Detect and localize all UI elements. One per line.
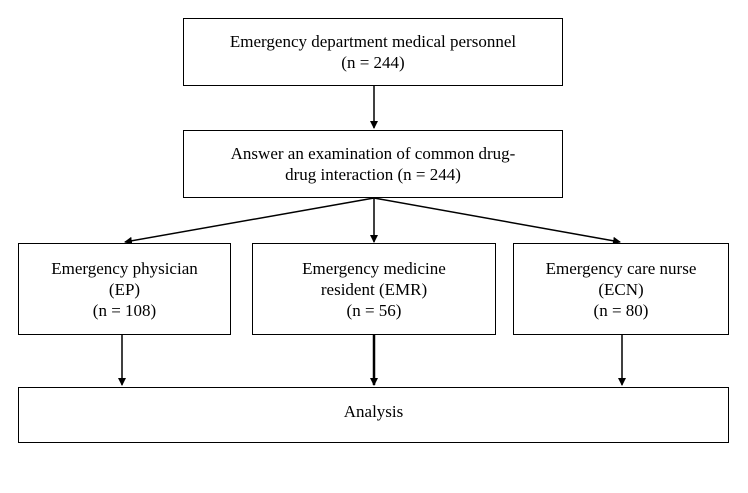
ep-box: Emergency physician (EP) (n = 108) — [18, 243, 231, 335]
personnel-box-count: (n = 244) — [341, 53, 405, 72]
analysis-box: Analysis — [18, 387, 729, 443]
exam-box: Answer an examination of common drug- dr… — [183, 130, 563, 198]
ecn-box-line1: Emergency care nurse — [545, 258, 697, 278]
emr-box: Emergency medicine resident (EMR) (n = 5… — [252, 243, 496, 335]
exam-box-line2: drug interaction (n = 244) — [285, 165, 461, 184]
ep-box-line1: Emergency physician — [51, 258, 198, 278]
arrow-exam-to-ep — [124, 197, 375, 245]
analysis-box-label: Analysis — [343, 402, 404, 421]
exam-box-line1: Answer an examination of common drug- — [230, 144, 516, 163]
ep-box-count: (n = 108) — [92, 300, 157, 320]
ep-box-line2: (EP) — [108, 279, 141, 299]
emr-box-line2: resident (EMR) — [320, 279, 428, 299]
personnel-box-line1: Emergency department medical personnel — [229, 32, 517, 51]
ecn-box-count: (n = 80) — [593, 300, 649, 320]
personnel-box: Emergency department medical personnel (… — [183, 18, 563, 86]
ecn-box-line2: (ECN) — [598, 279, 644, 299]
arrow-exam-to-ecn — [373, 197, 621, 245]
emr-box-count: (n = 56) — [346, 300, 402, 320]
ecn-box: Emergency care nurse (ECN) (n = 80) — [513, 243, 729, 335]
emr-box-line1: Emergency medicine — [302, 258, 446, 278]
